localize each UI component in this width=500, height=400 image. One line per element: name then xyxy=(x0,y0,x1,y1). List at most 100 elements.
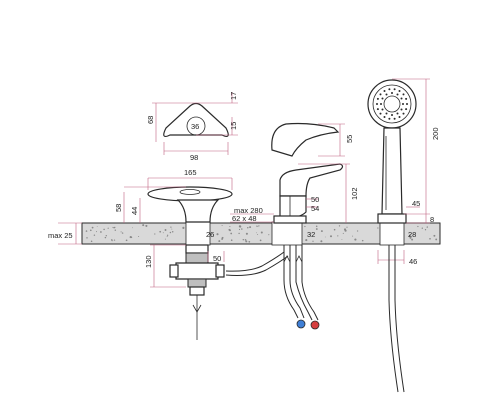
dim-45: 45 xyxy=(412,199,420,208)
granite-speck xyxy=(89,229,92,232)
granite-speck xyxy=(435,238,438,241)
spray-hole xyxy=(381,108,384,111)
spray-hole xyxy=(400,108,403,111)
granite-speck xyxy=(216,233,219,236)
dim-165: 165 xyxy=(184,168,197,177)
granite-speck xyxy=(245,240,248,243)
granite-speck xyxy=(408,234,411,237)
granite-speck xyxy=(356,230,359,232)
granite-speck xyxy=(229,225,231,228)
mixer-body xyxy=(230,163,350,224)
granite-speck xyxy=(103,228,105,231)
spray-hole xyxy=(391,114,393,116)
granite-speck xyxy=(121,232,124,234)
granite-speck xyxy=(230,232,233,235)
granite-speck xyxy=(164,238,166,240)
granite-speck xyxy=(304,225,306,228)
dim-98: 98 xyxy=(190,153,198,162)
dim-68: 68 xyxy=(146,116,155,124)
countertop-texture xyxy=(85,224,438,243)
granite-speck xyxy=(429,237,431,240)
granite-speck xyxy=(315,225,318,228)
spray-hole xyxy=(398,90,401,92)
granite-speck xyxy=(86,237,88,239)
spray-hole xyxy=(402,103,404,105)
granite-speck xyxy=(95,231,98,233)
rosette-top-view xyxy=(152,92,238,155)
spray-hole xyxy=(388,88,391,91)
granite-speck xyxy=(411,238,414,241)
granite-speck xyxy=(129,236,132,239)
spray-hole xyxy=(391,92,393,94)
lever-handle-side-view xyxy=(271,122,345,157)
granite-speck xyxy=(257,226,259,228)
granite-speck xyxy=(105,235,107,237)
granite-speck xyxy=(164,229,167,231)
granite-speck xyxy=(310,233,312,235)
granite-speck xyxy=(145,224,148,227)
granite-speck xyxy=(421,227,423,229)
granite-speck xyxy=(132,227,133,229)
granite-speck xyxy=(245,232,248,235)
spray-hole xyxy=(406,103,408,105)
granite-speck xyxy=(260,231,263,234)
granite-speck xyxy=(90,240,93,243)
spray-hole xyxy=(398,116,401,118)
granite-speck xyxy=(125,239,128,242)
granite-speck xyxy=(142,224,145,227)
granite-speck xyxy=(256,232,257,234)
diverter-handle xyxy=(123,177,233,223)
spray-hole xyxy=(405,97,408,100)
granite-speck xyxy=(159,230,162,233)
granite-speck xyxy=(320,240,323,243)
granite-speck xyxy=(112,226,114,228)
granite-speck xyxy=(409,236,412,239)
dim-8: 8 xyxy=(430,215,434,224)
granite-speck xyxy=(244,238,247,241)
dim-130: 130 xyxy=(144,255,153,268)
spray-hole xyxy=(400,97,403,100)
granite-speck xyxy=(324,236,326,238)
spray-hole xyxy=(385,93,388,96)
granite-speck xyxy=(221,225,223,226)
spray-hole xyxy=(380,103,382,105)
granite-speck xyxy=(154,233,156,235)
granite-speck xyxy=(169,231,172,234)
dim-55: 55 xyxy=(345,135,354,143)
granite-speck xyxy=(354,238,357,241)
granite-speck xyxy=(312,240,314,242)
dim-max-25: max 25 xyxy=(48,231,73,240)
granite-speck xyxy=(333,228,336,231)
hand-shower xyxy=(367,78,430,393)
granite-speck xyxy=(93,234,96,236)
granite-speck xyxy=(104,236,107,239)
granite-speck xyxy=(247,226,249,229)
granite-speck xyxy=(85,230,88,232)
granite-speck xyxy=(241,228,243,230)
granite-speck xyxy=(341,239,343,240)
granite-speck xyxy=(238,228,241,231)
granite-speck xyxy=(329,235,333,238)
spray-hole xyxy=(376,103,378,105)
granite-speck xyxy=(120,231,122,233)
dim-62x48: 62 x 48 xyxy=(232,214,257,223)
dim-44: 44 xyxy=(130,207,139,215)
granite-speck xyxy=(361,239,364,242)
granite-speck xyxy=(182,226,185,229)
granite-speck xyxy=(257,234,259,235)
granite-speck xyxy=(320,230,323,233)
spray-hole xyxy=(402,93,405,96)
granite-speck xyxy=(256,225,258,227)
granite-speck xyxy=(305,239,308,242)
dim-46: 46 xyxy=(409,257,417,266)
spray-hole xyxy=(376,108,379,111)
dim-17: 17 xyxy=(229,92,238,100)
granite-speck xyxy=(238,225,241,228)
granite-speck xyxy=(91,226,94,229)
granite-speck xyxy=(229,229,231,232)
granite-speck xyxy=(268,234,270,236)
granite-speck xyxy=(166,234,169,236)
dim-50-upper: 50 xyxy=(311,195,319,204)
granite-speck xyxy=(171,228,173,230)
granite-speck xyxy=(242,238,245,241)
